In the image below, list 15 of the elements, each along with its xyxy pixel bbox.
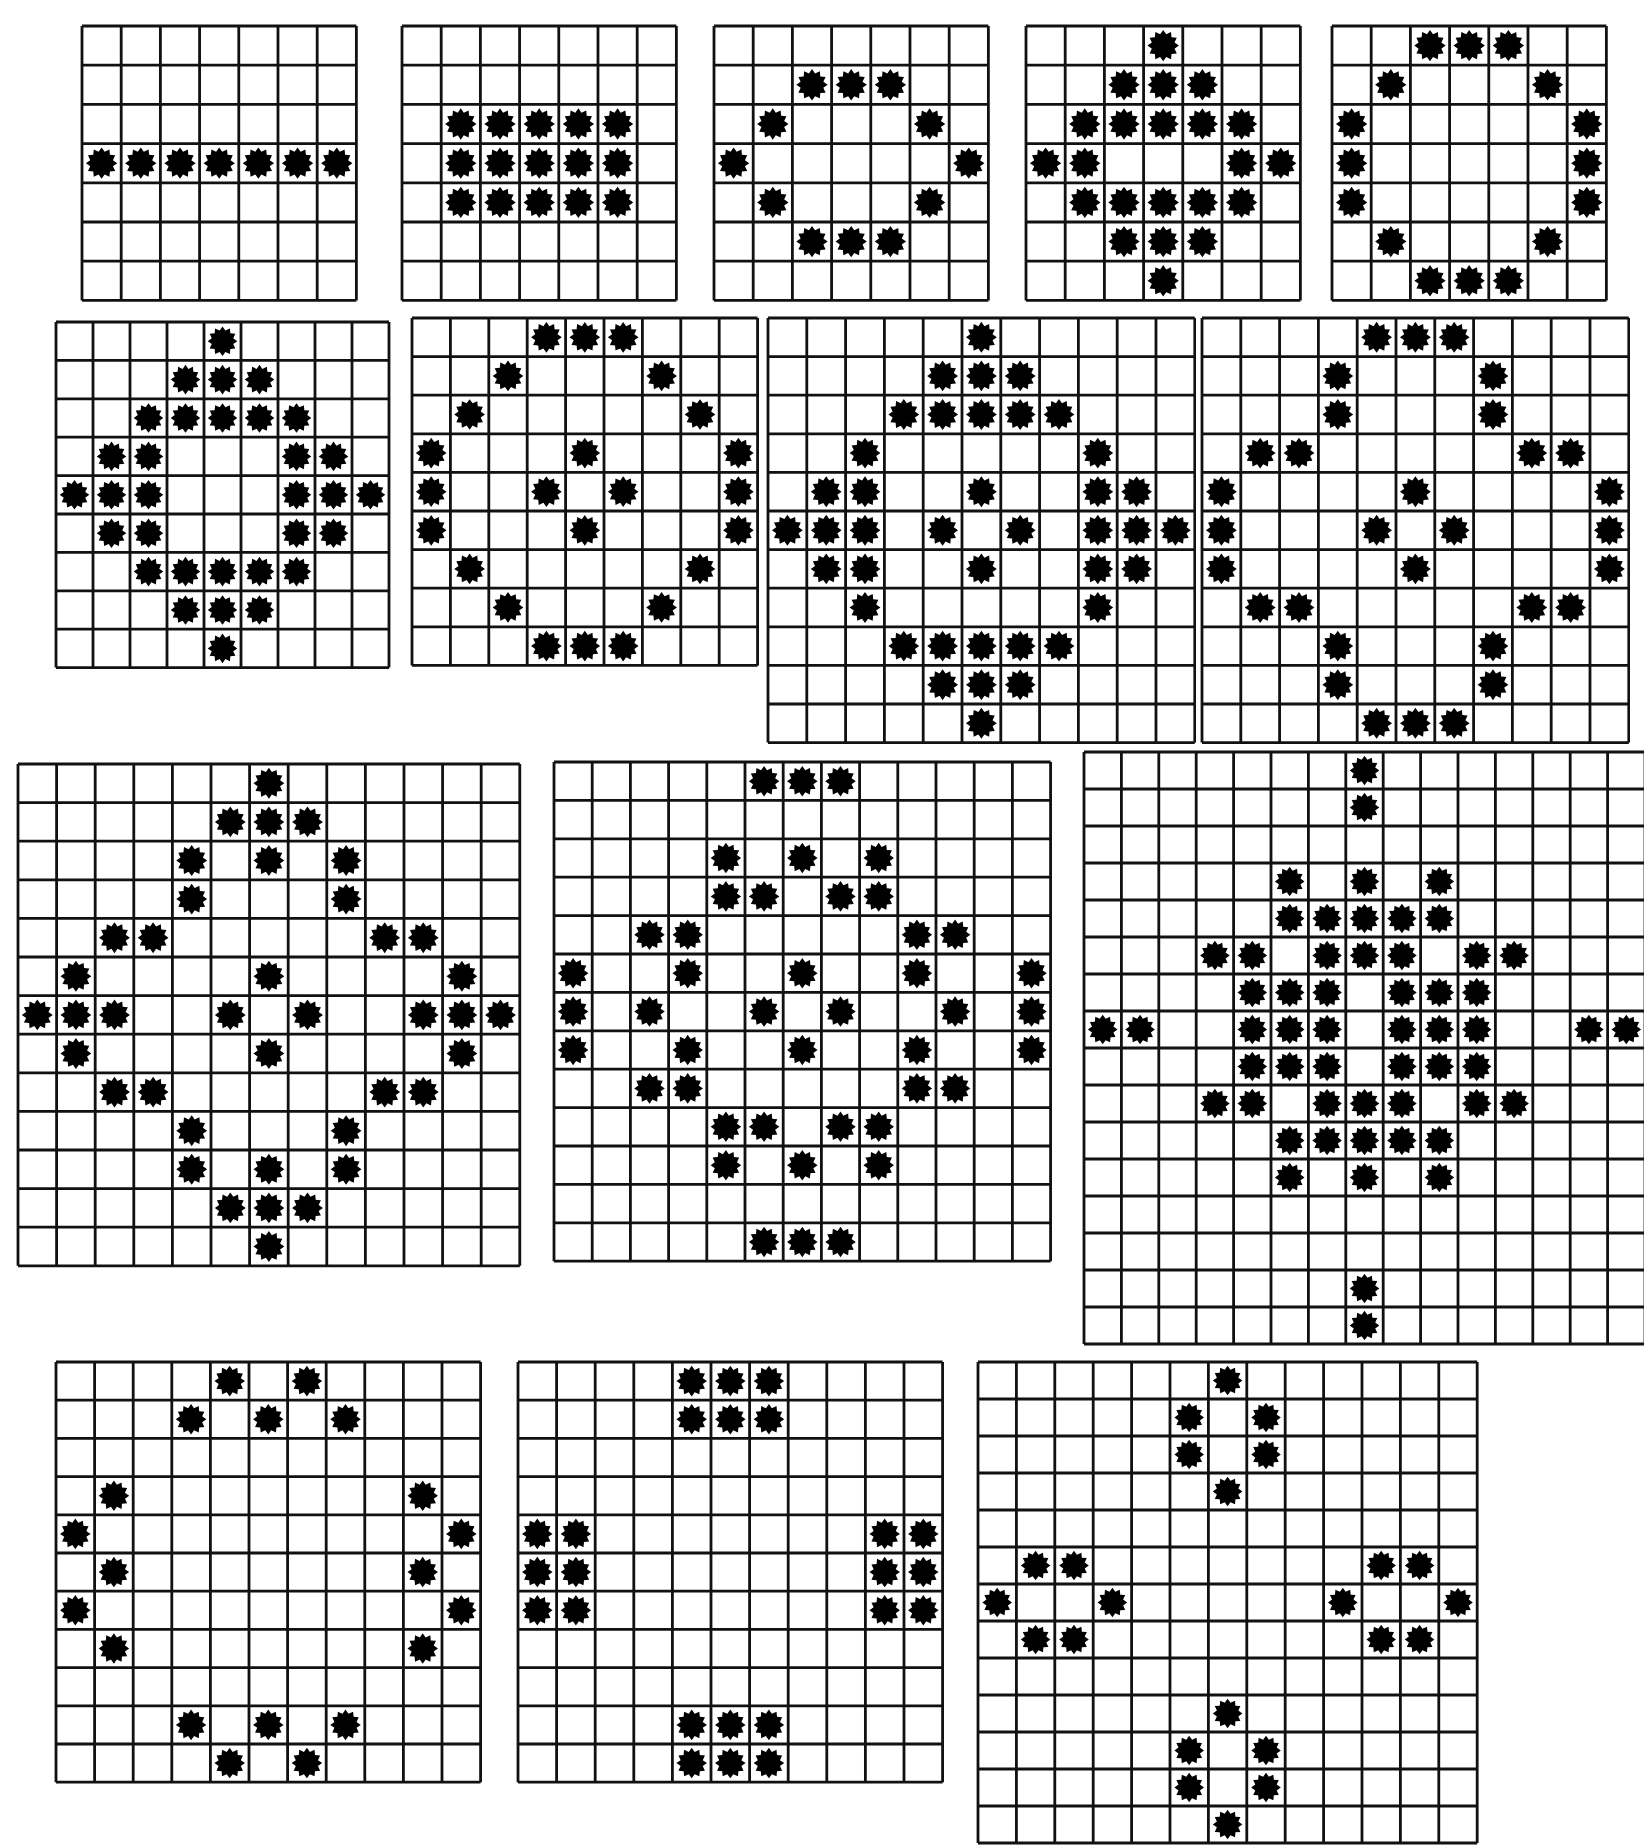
dot-grid-drawing bbox=[1330, 24, 1609, 303]
dot-grid-drawing bbox=[516, 1360, 945, 1785]
dot-grid-drawing bbox=[1200, 316, 1631, 745]
dot-grid-drawing bbox=[766, 316, 1197, 745]
dot-grid-drawing bbox=[54, 320, 391, 670]
dot-grid-drawing bbox=[410, 316, 760, 668]
dot-grid-drawing bbox=[1082, 750, 1644, 1346]
dot-grid-drawing bbox=[1024, 24, 1303, 303]
dot-grid-drawing bbox=[552, 760, 1053, 1264]
dot-grid-drawing bbox=[976, 1360, 1480, 1845]
dot-grid-drawing bbox=[80, 24, 359, 303]
dot-grid-drawing bbox=[712, 24, 991, 303]
dot-grid-drawing bbox=[16, 762, 522, 1268]
dot-grid-drawing bbox=[400, 24, 679, 303]
dot-grid-drawing bbox=[54, 1360, 483, 1785]
